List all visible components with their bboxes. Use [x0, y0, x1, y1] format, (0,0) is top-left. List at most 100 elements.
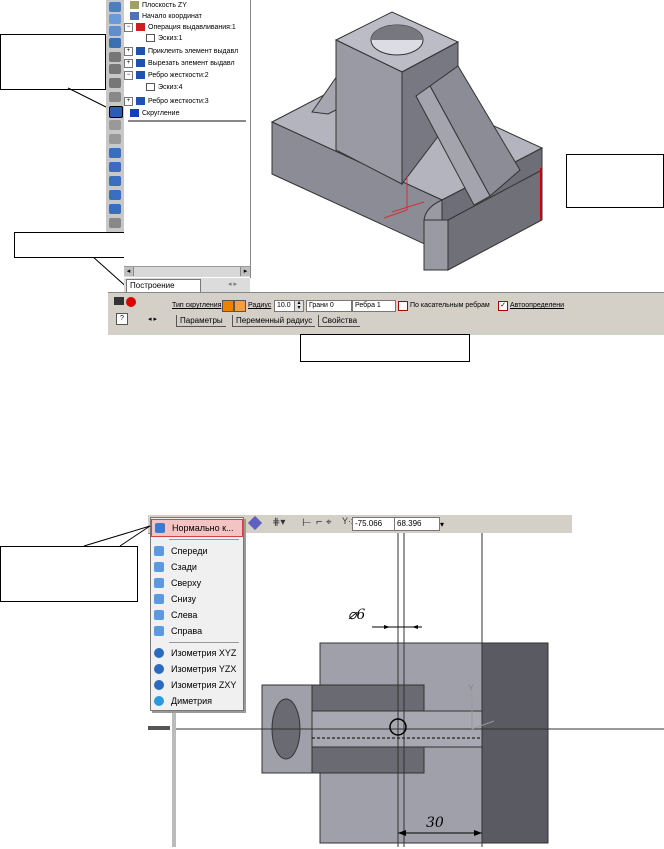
tool-icon[interactable]: [109, 78, 121, 88]
tab-variable-radius[interactable]: Переменный радиус: [232, 315, 316, 327]
tool-icon[interactable]: [109, 204, 121, 214]
expand-toggle[interactable]: +: [124, 46, 133, 56]
menu-item-back[interactable]: Сзади: [151, 559, 243, 575]
tool-icon[interactable]: [109, 2, 121, 12]
menu-item-iso-yzx[interactable]: Изометрия YZX: [151, 661, 243, 677]
rib-icon: [136, 97, 145, 106]
model-viewport[interactable]: [252, 0, 664, 290]
tree-item[interactable]: Эскиз:4: [146, 82, 183, 93]
tool-icon[interactable]: [109, 38, 121, 48]
tab-properties[interactable]: Свойства: [318, 315, 361, 327]
radius-spinner-icon[interactable]: ▴▾: [294, 300, 304, 312]
tab-parameters[interactable]: Параметры: [176, 315, 226, 327]
chamfer-type-button[interactable]: [234, 300, 246, 312]
tree-item[interactable]: Начало координат: [130, 11, 202, 22]
tree-separator: [128, 120, 246, 122]
coords-dropdown-icon[interactable]: ▾: [440, 520, 445, 529]
extrude-icon: [136, 23, 145, 32]
menu-item-dimetric[interactable]: Диметрия: [151, 693, 243, 709]
view-top-icon: [154, 578, 164, 588]
isometric-icon: [154, 680, 164, 690]
property-bar: ? Тип скругления Радиус 10.0 ▴▾ Грани 0 …: [108, 292, 664, 335]
collapse-toggle[interactable]: −: [124, 22, 133, 32]
tool-icon[interactable]: [109, 218, 121, 228]
drawing-viewport[interactable]: ⌀6 30 Y: [172, 533, 664, 847]
menu-item-top[interactable]: Сверху: [151, 575, 243, 591]
menu-separator: [169, 642, 239, 643]
isometric-icon: [154, 664, 164, 674]
tool-icon[interactable]: [109, 52, 121, 62]
tool-icon[interactable]: [109, 176, 121, 186]
plane-icon: [130, 1, 139, 10]
local-cs-icon[interactable]: ⊢: [302, 517, 312, 529]
tangent-edges-checkbox[interactable]: [398, 301, 408, 311]
view-back-icon: [154, 562, 164, 572]
tool-icon[interactable]: [109, 134, 121, 144]
model-tree: Плоскость ZY Начало координат −Операция …: [124, 0, 251, 278]
tree-item[interactable]: +Ребро жесткости:3: [124, 96, 209, 107]
grid-icon[interactable]: ⋕▾: [272, 517, 286, 528]
cursor-coords-icon: Y·x: [342, 516, 356, 526]
fillet-tool-icon[interactable]: [109, 106, 123, 118]
menu-item-iso-zxy[interactable]: Изометрия ZXY: [151, 677, 243, 693]
tree-horizontal-scrollbar[interactable]: ◂ ▸: [124, 266, 250, 277]
radius-input[interactable]: 10.0: [274, 300, 296, 312]
side-marker: [148, 726, 170, 730]
menu-item-right[interactable]: Справа: [151, 623, 243, 639]
view-right-icon: [154, 626, 164, 636]
menu-item-normal-to[interactable]: Нормально к...: [151, 519, 243, 537]
length-dimension: 30: [426, 815, 444, 831]
tool-icon[interactable]: [109, 190, 121, 200]
apply-icon[interactable]: [114, 297, 124, 305]
tree-item[interactable]: +Приклеить элемент выдавл: [124, 46, 238, 57]
coord-y-field[interactable]: 68.396: [394, 517, 440, 531]
boss-extrude-icon: [136, 47, 145, 56]
tool-icon[interactable]: [109, 120, 121, 130]
ortho-icon[interactable]: ⌐: [316, 516, 323, 528]
help-icon[interactable]: ?: [116, 313, 128, 325]
auto-detect-checkbox[interactable]: ✓: [498, 301, 508, 311]
edges-field[interactable]: Ребра 1: [352, 300, 396, 312]
tool-icon[interactable]: [109, 148, 121, 158]
menu-item-iso-xyz[interactable]: Изометрия XYZ: [151, 645, 243, 661]
scroll-right-icon[interactable]: ▸: [240, 267, 250, 276]
snap-icon[interactable]: ⌖: [326, 517, 332, 528]
stop-icon[interactable]: [126, 297, 136, 307]
diameter-dimension: ⌀6: [348, 607, 366, 623]
tool-icon[interactable]: [109, 26, 121, 36]
callout-toolbar: [0, 34, 106, 90]
menu-item-front[interactable]: Спереди: [151, 543, 243, 559]
tab-nav-arrows-icon[interactable]: ◂ ▸: [148, 316, 157, 323]
tab-nav-arrows-icon[interactable]: ◂ ▸: [228, 281, 237, 288]
rib-icon: [136, 71, 145, 80]
tool-icon[interactable]: [109, 14, 121, 24]
menu-item-left[interactable]: Слева: [151, 607, 243, 623]
faces-field[interactable]: Грани 0: [306, 300, 352, 312]
vertical-toolbar: [106, 0, 125, 235]
menu-item-bottom[interactable]: Снизу: [151, 591, 243, 607]
part-drawing: [172, 533, 664, 847]
fillet-type-button[interactable]: [222, 300, 234, 312]
callout-leader-bottom: [83, 525, 151, 547]
tree-item[interactable]: +Вырезать элемент выдавл: [124, 58, 235, 69]
tree-item[interactable]: −Операция выдавливания:1: [124, 22, 236, 33]
expand-toggle[interactable]: +: [124, 58, 133, 68]
fillet-type-label: Тип скругления: [172, 302, 222, 309]
scroll-left-icon[interactable]: ◂: [124, 267, 134, 276]
view-bottom-icon: [154, 594, 164, 604]
expand-toggle[interactable]: +: [124, 96, 133, 106]
menu-separator: [169, 539, 239, 540]
coord-x-field[interactable]: -75.066: [352, 517, 396, 531]
tool-icon[interactable]: [109, 92, 121, 102]
tree-item[interactable]: Эскиз:1: [146, 33, 183, 44]
tree-item[interactable]: Плоскость ZY: [130, 0, 187, 11]
tree-item[interactable]: −Ребро жесткости:2: [124, 70, 209, 81]
dimetric-icon: [154, 696, 164, 706]
tool-icon[interactable]: [109, 64, 121, 74]
tab-build[interactable]: Построение: [126, 279, 201, 292]
tool-icon[interactable]: [109, 162, 121, 172]
tree-item[interactable]: Скругление: [130, 108, 179, 119]
auto-detect-label: Автоопределени: [510, 302, 565, 309]
normal-to-icon: [155, 523, 165, 533]
collapse-toggle[interactable]: −: [124, 70, 133, 80]
